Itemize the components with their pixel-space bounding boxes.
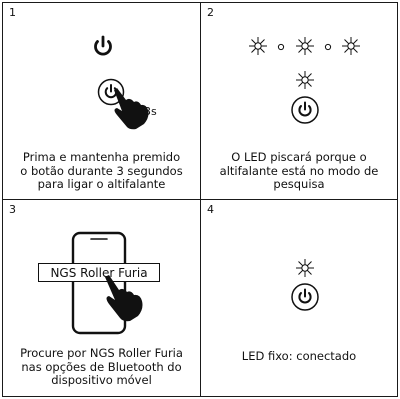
hand-pointer-icon [114,88,149,130]
led-blinking-illustration [249,37,360,124]
led-flash-icon [296,259,314,277]
panel-1: 1 3s Prima e mantenha premido o botão du… [2,2,201,200]
panel-number: 3 [9,203,16,216]
led-flash-icon [296,37,314,55]
separator-dot [324,43,332,51]
duration-label: 3s [144,105,157,118]
led-flash-icon [249,37,267,55]
led-flash-icon [296,71,314,89]
panel-number: 4 [207,203,214,216]
bluetooth-search-illustration [71,231,127,335]
smartphone-icon [71,231,127,335]
hand-overlay [105,275,143,322]
panel-caption: Procure por NGS Roller Furia nas opções … [20,346,183,387]
panel-2: 2 [200,2,398,200]
panel-caption: O LED piscará porque o altifalante está … [219,150,379,191]
device-name-label: NGS Roller Furia [38,263,160,282]
led-flash-icon [342,37,360,55]
power-button-icon [291,96,319,124]
power-icon [94,35,112,56]
panel-caption: LED fixo: conectado [241,349,357,363]
panel-caption: Prima e mantenha premido o botão durante… [20,150,183,191]
led-connected-illustration [291,259,319,311]
panel-number: 1 [9,6,16,19]
separator-dot [277,43,285,51]
panel-3: 3 NGS Roller Furia Procure por NGS Rolle… [2,199,201,397]
panel-4: 4 LED fixo: conectado [200,199,398,397]
panel-number: 2 [207,6,214,19]
power-button-icon [291,283,319,311]
hand-pointer-icon [105,275,143,322]
power-on-illustration [94,35,149,130]
